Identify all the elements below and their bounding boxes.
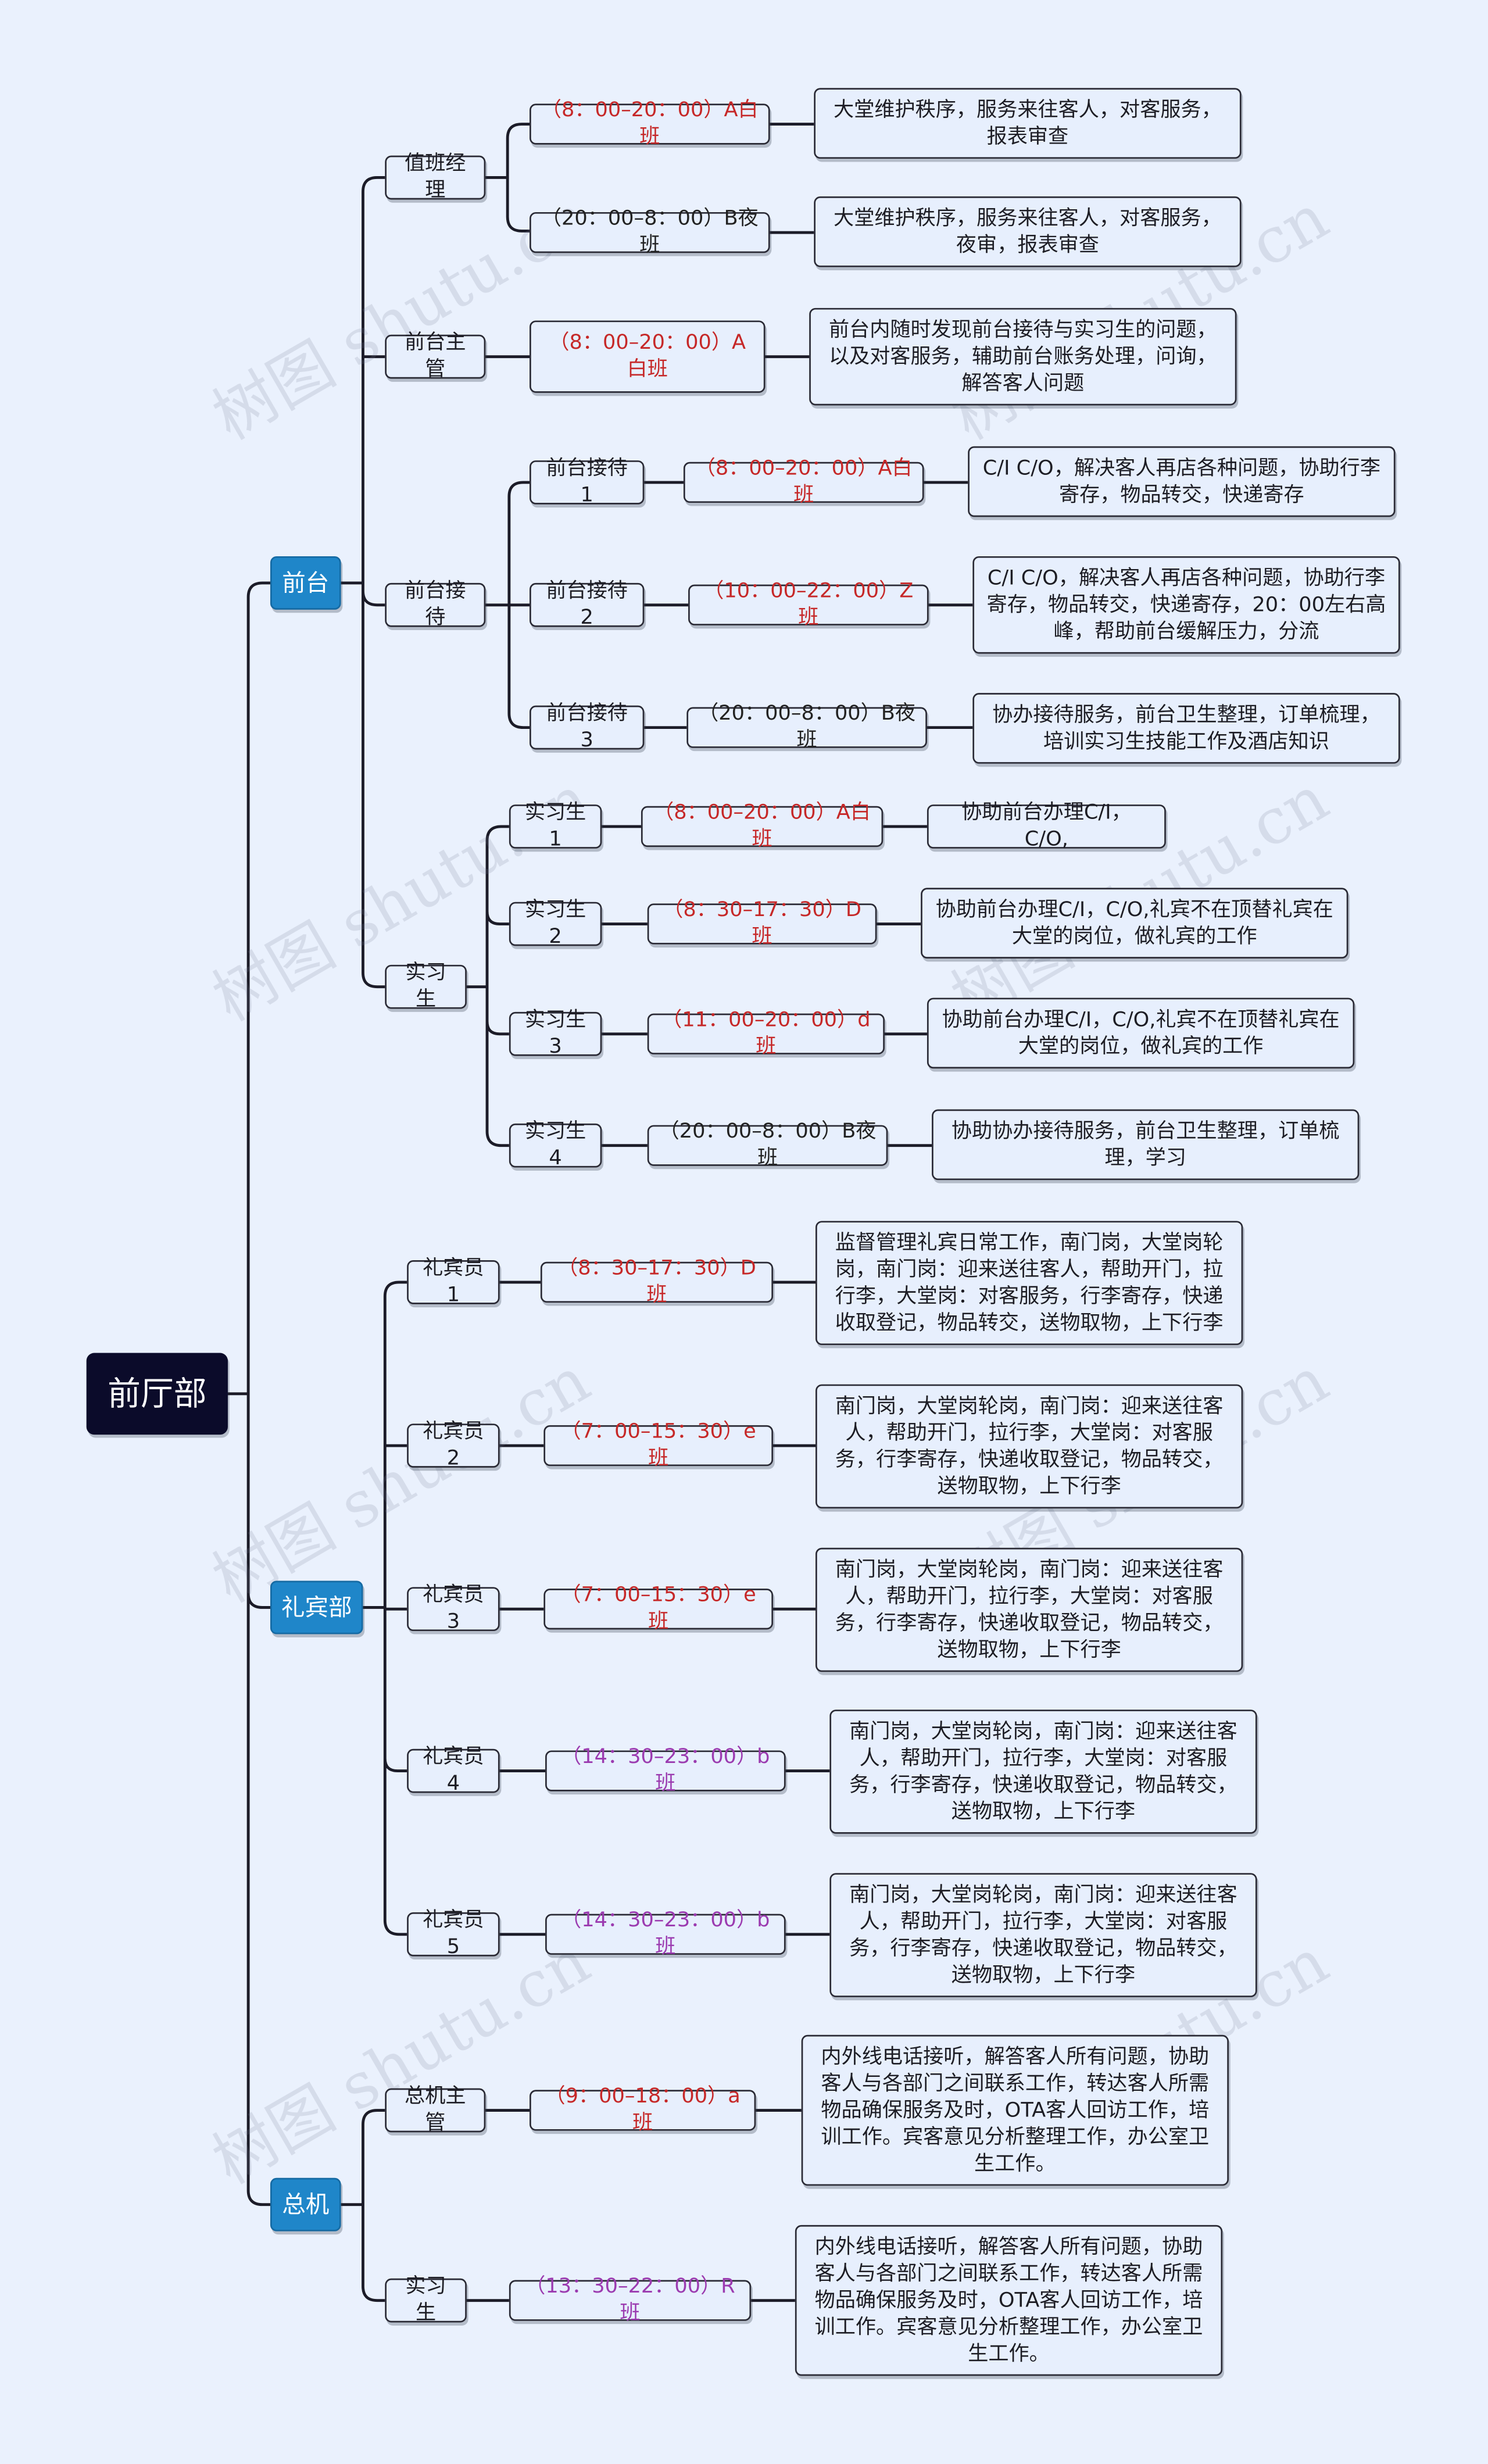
role-concierge-1[interactable]: 礼宾员1: [407, 1257, 500, 1307]
shift-label[interactable]: （7：00–15：30）e班: [543, 1584, 774, 1634]
dept-switchboard[interactable]: 总机: [270, 2177, 341, 2231]
role-intern-1[interactable]: 实习生1: [509, 802, 602, 852]
role-concierge-4[interactable]: 礼宾员4: [407, 1746, 500, 1796]
role-concierge-3[interactable]: 礼宾员3: [407, 1584, 500, 1634]
dept-concierge[interactable]: 礼宾部: [270, 1580, 363, 1635]
role-switchboard-intern[interactable]: 实习生: [385, 2275, 467, 2326]
role-reception-3[interactable]: 前台接待3: [530, 702, 645, 753]
shift-label[interactable]: （9：00–18：00）a班: [530, 2085, 756, 2136]
duty-description[interactable]: 协助前台办理C/I，C/O,礼宾不在顶替礼宾在大堂的岗位，做礼宾的工作: [927, 997, 1355, 1069]
role-concierge-5[interactable]: 礼宾员5: [407, 1909, 500, 1959]
duty-description[interactable]: 协助前台办理C/I，C/O,礼宾不在顶替礼宾在大堂的岗位，做礼宾的工作: [921, 888, 1348, 959]
duty-description[interactable]: 协办接待服务，前台卫生整理，订单梳理，培训实习生技能工作及酒店知识: [972, 693, 1400, 764]
duty-description[interactable]: 监督管理礼宾日常工作，南门岗，大堂岗轮岗，南门岗：迎来送往客人，帮助开门，拉行李…: [815, 1221, 1243, 1346]
shift-label[interactable]: （14：30–23：00）b班: [545, 1909, 786, 1959]
duty-description[interactable]: 南门岗，大堂岗轮岗，南门岗：迎来送往客人，帮助开门，拉行李，大堂岗：对客服务，行…: [829, 1710, 1257, 1834]
duty-description[interactable]: 大堂维护秩序，服务来往客人，对客服务，夜审，报表审查: [814, 196, 1242, 267]
shift-label[interactable]: （8：30–17：30）D班: [540, 1257, 774, 1307]
shift-label[interactable]: （20：00–8：00）B夜班: [647, 1120, 888, 1171]
shift-label[interactable]: （20：00–8：00）B夜班: [686, 702, 927, 753]
role-intern-2[interactable]: 实习生2: [509, 899, 602, 949]
duty-description[interactable]: 南门岗，大堂岗轮岗，南门岗：迎来送往客人，帮助开门，拉行李，大堂岗：对客服务，行…: [815, 1547, 1243, 1672]
duty-description[interactable]: C/I C/O，解决客人再店各种问题，协助行李寄存，物品转交，快递寄存，20：0…: [972, 556, 1400, 654]
shift-label[interactable]: （20：00–8：00）B夜班: [530, 208, 770, 258]
shift-label[interactable]: （8：00–20：00）A白班: [530, 99, 770, 149]
role-reception-1[interactable]: 前台接待1: [530, 457, 645, 507]
shift-label[interactable]: （13：30–22：00）R班: [509, 2275, 752, 2326]
duty-description[interactable]: 南门岗，大堂岗轮岗，南门岗：迎来送往客人，帮助开门，拉行李，大堂岗：对客服务，行…: [829, 1873, 1257, 1997]
shift-label[interactable]: （10：00–22：00）Z班: [688, 580, 929, 630]
duty-description[interactable]: 内外线电话接听，解答客人所有问题，协助客人与各部门之间联系工作，转达客人所需物品…: [795, 2225, 1223, 2376]
root-node[interactable]: 前厅部: [86, 1353, 228, 1435]
shift-label[interactable]: （8：30–17：30）D班: [647, 899, 877, 949]
duty-description[interactable]: 协助前台办理C/I，C/O,: [927, 802, 1166, 852]
duty-description[interactable]: 内外线电话接听，解答客人所有问题，协助客人与各部门之间联系工作，转达客人所需物品…: [801, 2034, 1229, 2186]
shift-label[interactable]: （8：00–20：00）A白班: [683, 457, 924, 507]
shift-label[interactable]: （14：30–23：00）b班: [545, 1746, 786, 1796]
dept-front-desk[interactable]: 前台: [270, 556, 341, 610]
role-concierge-2[interactable]: 礼宾员2: [407, 1421, 500, 1471]
shift-label[interactable]: （8：00–20：00）A白班: [530, 320, 766, 393]
duty-description[interactable]: 协助协办接待服务，前台卫生整理，订单梳理，学习: [932, 1109, 1360, 1181]
role-switchboard-supervisor[interactable]: 总机主管: [385, 2085, 486, 2136]
shift-label[interactable]: （7：00–15：30）e班: [543, 1421, 774, 1471]
shift-label[interactable]: （8：00–20：00）A白班: [641, 802, 884, 852]
role-desk-supervisor[interactable]: 前台主管: [385, 331, 486, 382]
role-reception-2[interactable]: 前台接待2: [530, 580, 645, 630]
role-intern-3[interactable]: 实习生3: [509, 1009, 602, 1059]
role-reception[interactable]: 前台接待: [385, 580, 486, 630]
shift-label[interactable]: （11：00–20：00）d班: [647, 1009, 885, 1059]
role-interns[interactable]: 实习生: [385, 961, 467, 1012]
duty-description[interactable]: 前台内随时发现前台接待与实习生的问题，以及对客服务，辅助前台账务处理，问询，解答…: [809, 307, 1237, 406]
duty-description[interactable]: 南门岗，大堂岗轮岗，南门岗：迎来送往客人，帮助开门，拉行李，大堂岗：对客服务，行…: [815, 1384, 1243, 1509]
role-duty-manager[interactable]: 值班经理: [385, 152, 486, 203]
role-intern-4[interactable]: 实习生4: [509, 1120, 602, 1171]
duty-description[interactable]: C/I C/O，解决客人再店各种问题，协助行李寄存，物品转交，快递寄存: [968, 446, 1396, 517]
duty-description[interactable]: 大堂维护秩序，服务来往客人，对客服务，报表审查: [814, 88, 1242, 159]
